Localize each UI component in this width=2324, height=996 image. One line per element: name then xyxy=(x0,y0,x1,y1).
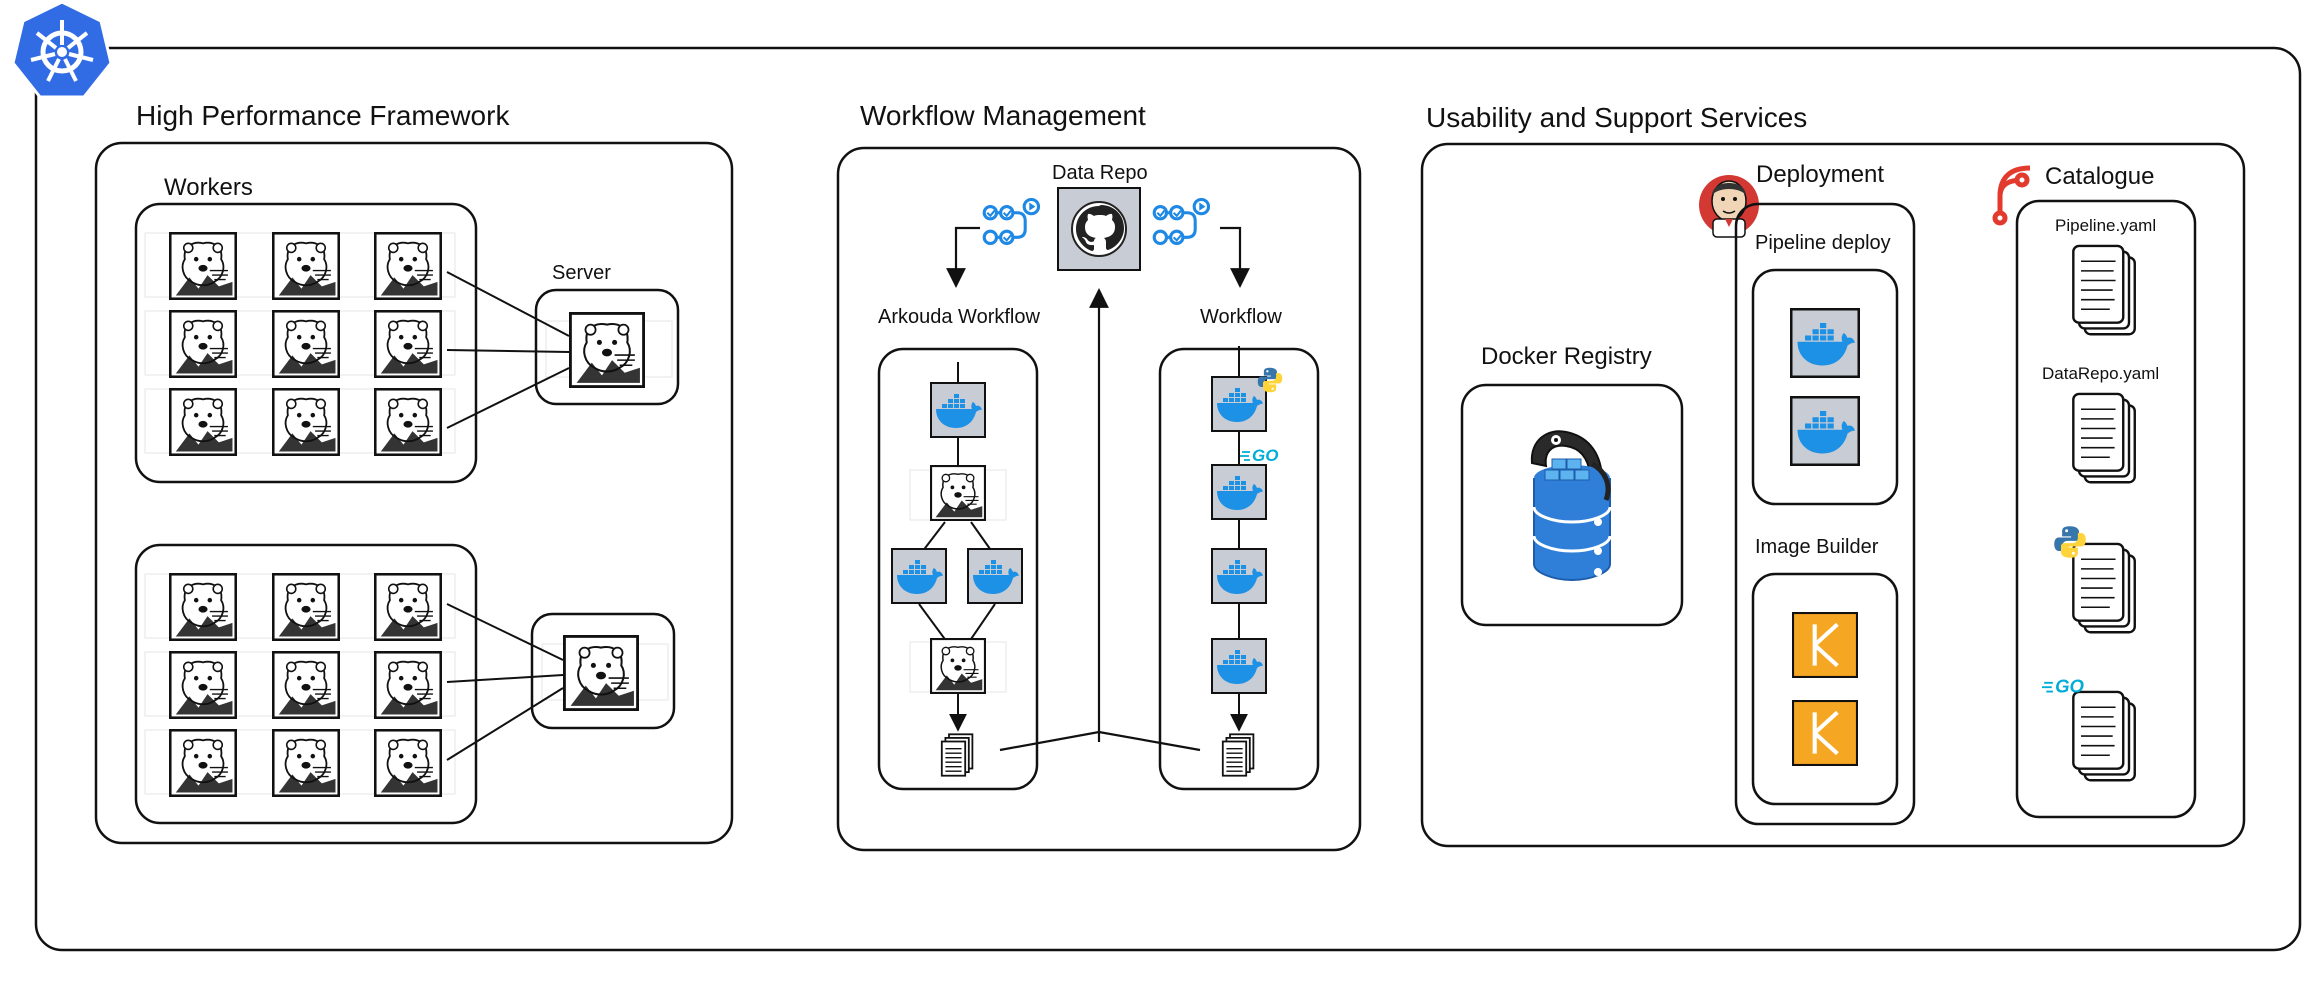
workflow-title: Workflow Management xyxy=(860,100,1146,131)
workflow-label: Workflow xyxy=(1200,306,1282,328)
kaniko-icon xyxy=(1793,613,1857,677)
arkouda-bear-icon xyxy=(930,638,986,694)
workers-group-1 xyxy=(134,202,478,484)
image-builder-label: Image Builder xyxy=(1755,536,1879,558)
jenkins-icon xyxy=(1699,175,1759,238)
arkouda-bear-icon xyxy=(169,729,237,797)
arkouda-bear-icon xyxy=(272,573,340,641)
docker-icon xyxy=(1211,464,1267,520)
catalogue-item-pipeline-yaml: Pipeline.yaml xyxy=(2055,216,2157,235)
arkouda-bear-icon xyxy=(374,388,442,456)
docker-icon xyxy=(967,548,1023,604)
hpf-panel xyxy=(94,141,734,845)
document-stack-icon xyxy=(2072,690,2137,782)
kubernetes-icon xyxy=(11,0,113,99)
go-icon xyxy=(2042,674,2086,696)
arkouda-bear-icon xyxy=(169,388,237,456)
server-box-2 xyxy=(530,612,676,730)
docker-icon xyxy=(891,548,947,604)
deployment-box xyxy=(1734,202,1916,826)
document-stack-icon xyxy=(2072,392,2137,484)
arkouda-bear-icon xyxy=(272,310,340,378)
docker-icon xyxy=(1790,396,1860,466)
arkouda-bear-icon xyxy=(374,310,442,378)
fork-icon xyxy=(1992,165,2031,226)
usability-title: Usability and Support Services xyxy=(1426,102,1808,133)
docker-icon xyxy=(1790,308,1860,378)
arkouda-bear-icon xyxy=(272,729,340,797)
hpf-title: High Performance Framework xyxy=(136,100,510,131)
kaniko-icon xyxy=(1793,701,1857,765)
go-icon xyxy=(1240,445,1280,464)
arkouda-bear-icon xyxy=(930,465,986,521)
docker-registry-box xyxy=(1460,383,1684,627)
arkouda-bear-icon xyxy=(169,651,237,719)
cicd-pipeline-icon xyxy=(1152,198,1211,246)
worker-nodes-1 xyxy=(169,232,442,456)
catalogue-label: Catalogue xyxy=(2045,163,2155,190)
arkouda-bear-icon xyxy=(569,312,645,388)
pipeline-deploy-label: Pipeline deploy xyxy=(1755,232,1891,254)
data-repo-label: Data Repo xyxy=(1052,162,1148,184)
document-stack-icon xyxy=(2072,244,2137,336)
workflow-panel xyxy=(836,146,1362,852)
arkouda-bear-icon xyxy=(169,573,237,641)
arkouda-bear-icon xyxy=(563,635,639,711)
pipeline-deploy-box xyxy=(1751,268,1899,506)
docker-icon xyxy=(930,382,986,438)
workers-label: Workers xyxy=(164,174,253,201)
server-label: Server xyxy=(552,262,611,284)
docker-icon xyxy=(1211,376,1267,432)
docker-icon xyxy=(1211,638,1267,694)
arkouda-bear-icon xyxy=(169,232,237,300)
document-stack-icon xyxy=(2072,542,2137,634)
arkouda-bear-icon xyxy=(169,310,237,378)
docker-icon xyxy=(1211,548,1267,604)
platform-boundary xyxy=(34,46,2302,952)
catalogue-item-datarepo-yaml: DataRepo.yaml xyxy=(2042,364,2160,383)
arkouda-workflow-label: Arkouda Workflow xyxy=(878,306,1040,328)
image-builder-box xyxy=(1751,572,1899,806)
cicd-pipeline-icon xyxy=(982,198,1041,246)
worker-nodes-2 xyxy=(169,573,442,797)
server-box-1 xyxy=(534,288,680,406)
arkouda-bear-icon xyxy=(272,388,340,456)
document-stack-icon xyxy=(1221,733,1255,777)
catalogue-box xyxy=(2015,199,2197,819)
docker-registry-label: Docker Registry xyxy=(1481,343,1652,370)
arkouda-bear-icon xyxy=(272,232,340,300)
arkouda-bear-icon xyxy=(374,729,442,797)
arkouda-bear-icon xyxy=(374,651,442,719)
usability-panel xyxy=(1420,142,2246,848)
arkouda-bear-icon xyxy=(374,573,442,641)
document-stack-icon xyxy=(940,733,974,777)
workers-group-2 xyxy=(134,543,478,825)
deployment-label: Deployment xyxy=(1756,161,1885,188)
arkouda-workflow-box xyxy=(877,347,1039,791)
arkouda-bear-icon xyxy=(374,232,442,300)
arkouda-bear-icon xyxy=(272,651,340,719)
harbor-registry-icon xyxy=(1530,430,1612,582)
